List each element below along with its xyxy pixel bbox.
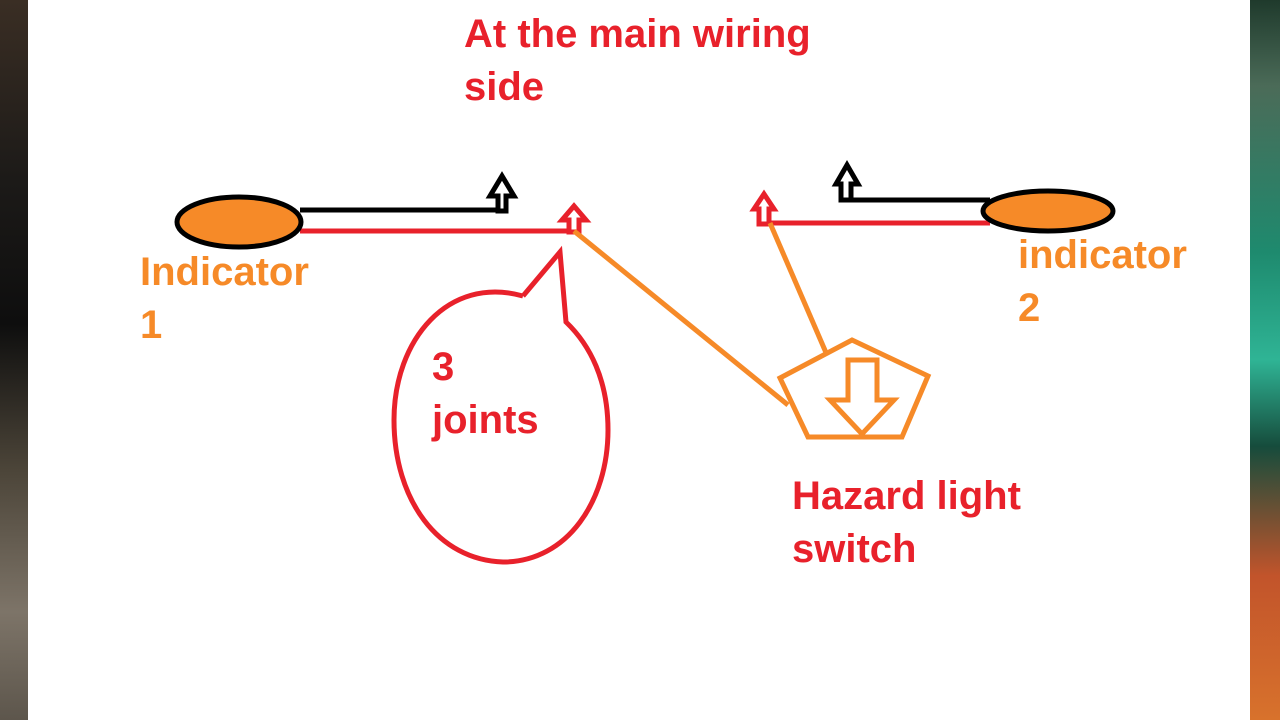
main-wiring-label-line2: side xyxy=(464,65,545,109)
joints-label: 3 joints xyxy=(432,341,539,447)
joints-label-line2: joints xyxy=(432,398,539,442)
main-wiring-label-line1: At the main wiring xyxy=(464,12,811,56)
black-arrow-up-left xyxy=(485,171,519,214)
joints-label-line1: 3 xyxy=(432,345,455,389)
indicator2-label-line2: 2 xyxy=(1018,286,1041,330)
red-arrow-up-left xyxy=(556,202,592,235)
black-arrow-up-right xyxy=(831,160,863,203)
indicator1-label: Indicator 1 xyxy=(140,246,309,352)
wiring-diagram xyxy=(174,160,1116,565)
hazard-switch-label-line2: switch xyxy=(792,527,917,571)
background-photo-right xyxy=(1250,0,1280,720)
orange-wire-left-to-switch xyxy=(572,229,790,407)
indicator2-label-line1: indicator xyxy=(1018,233,1187,277)
hazard-switch-label-line1: Hazard light xyxy=(792,474,1021,518)
indicator1-bulb xyxy=(174,194,304,250)
indicator2-label: indicator 2 xyxy=(1018,229,1187,335)
main-wiring-label: At the main wiring side xyxy=(464,8,811,114)
joints-speech-bubble xyxy=(391,245,611,565)
red-arrow-up-right xyxy=(749,189,779,227)
hazard-switch-label: Hazard light switch xyxy=(792,470,1021,576)
diagram-canvas: At the main wiring side Indicator 1 indi… xyxy=(28,0,1250,720)
indicator1-label-line2: 1 xyxy=(140,303,163,347)
background-photo-left xyxy=(0,0,28,720)
hazard-switch-down-arrow xyxy=(824,357,900,438)
indicator2-bulb xyxy=(980,188,1116,234)
indicator1-label-line1: Indicator xyxy=(140,250,309,294)
